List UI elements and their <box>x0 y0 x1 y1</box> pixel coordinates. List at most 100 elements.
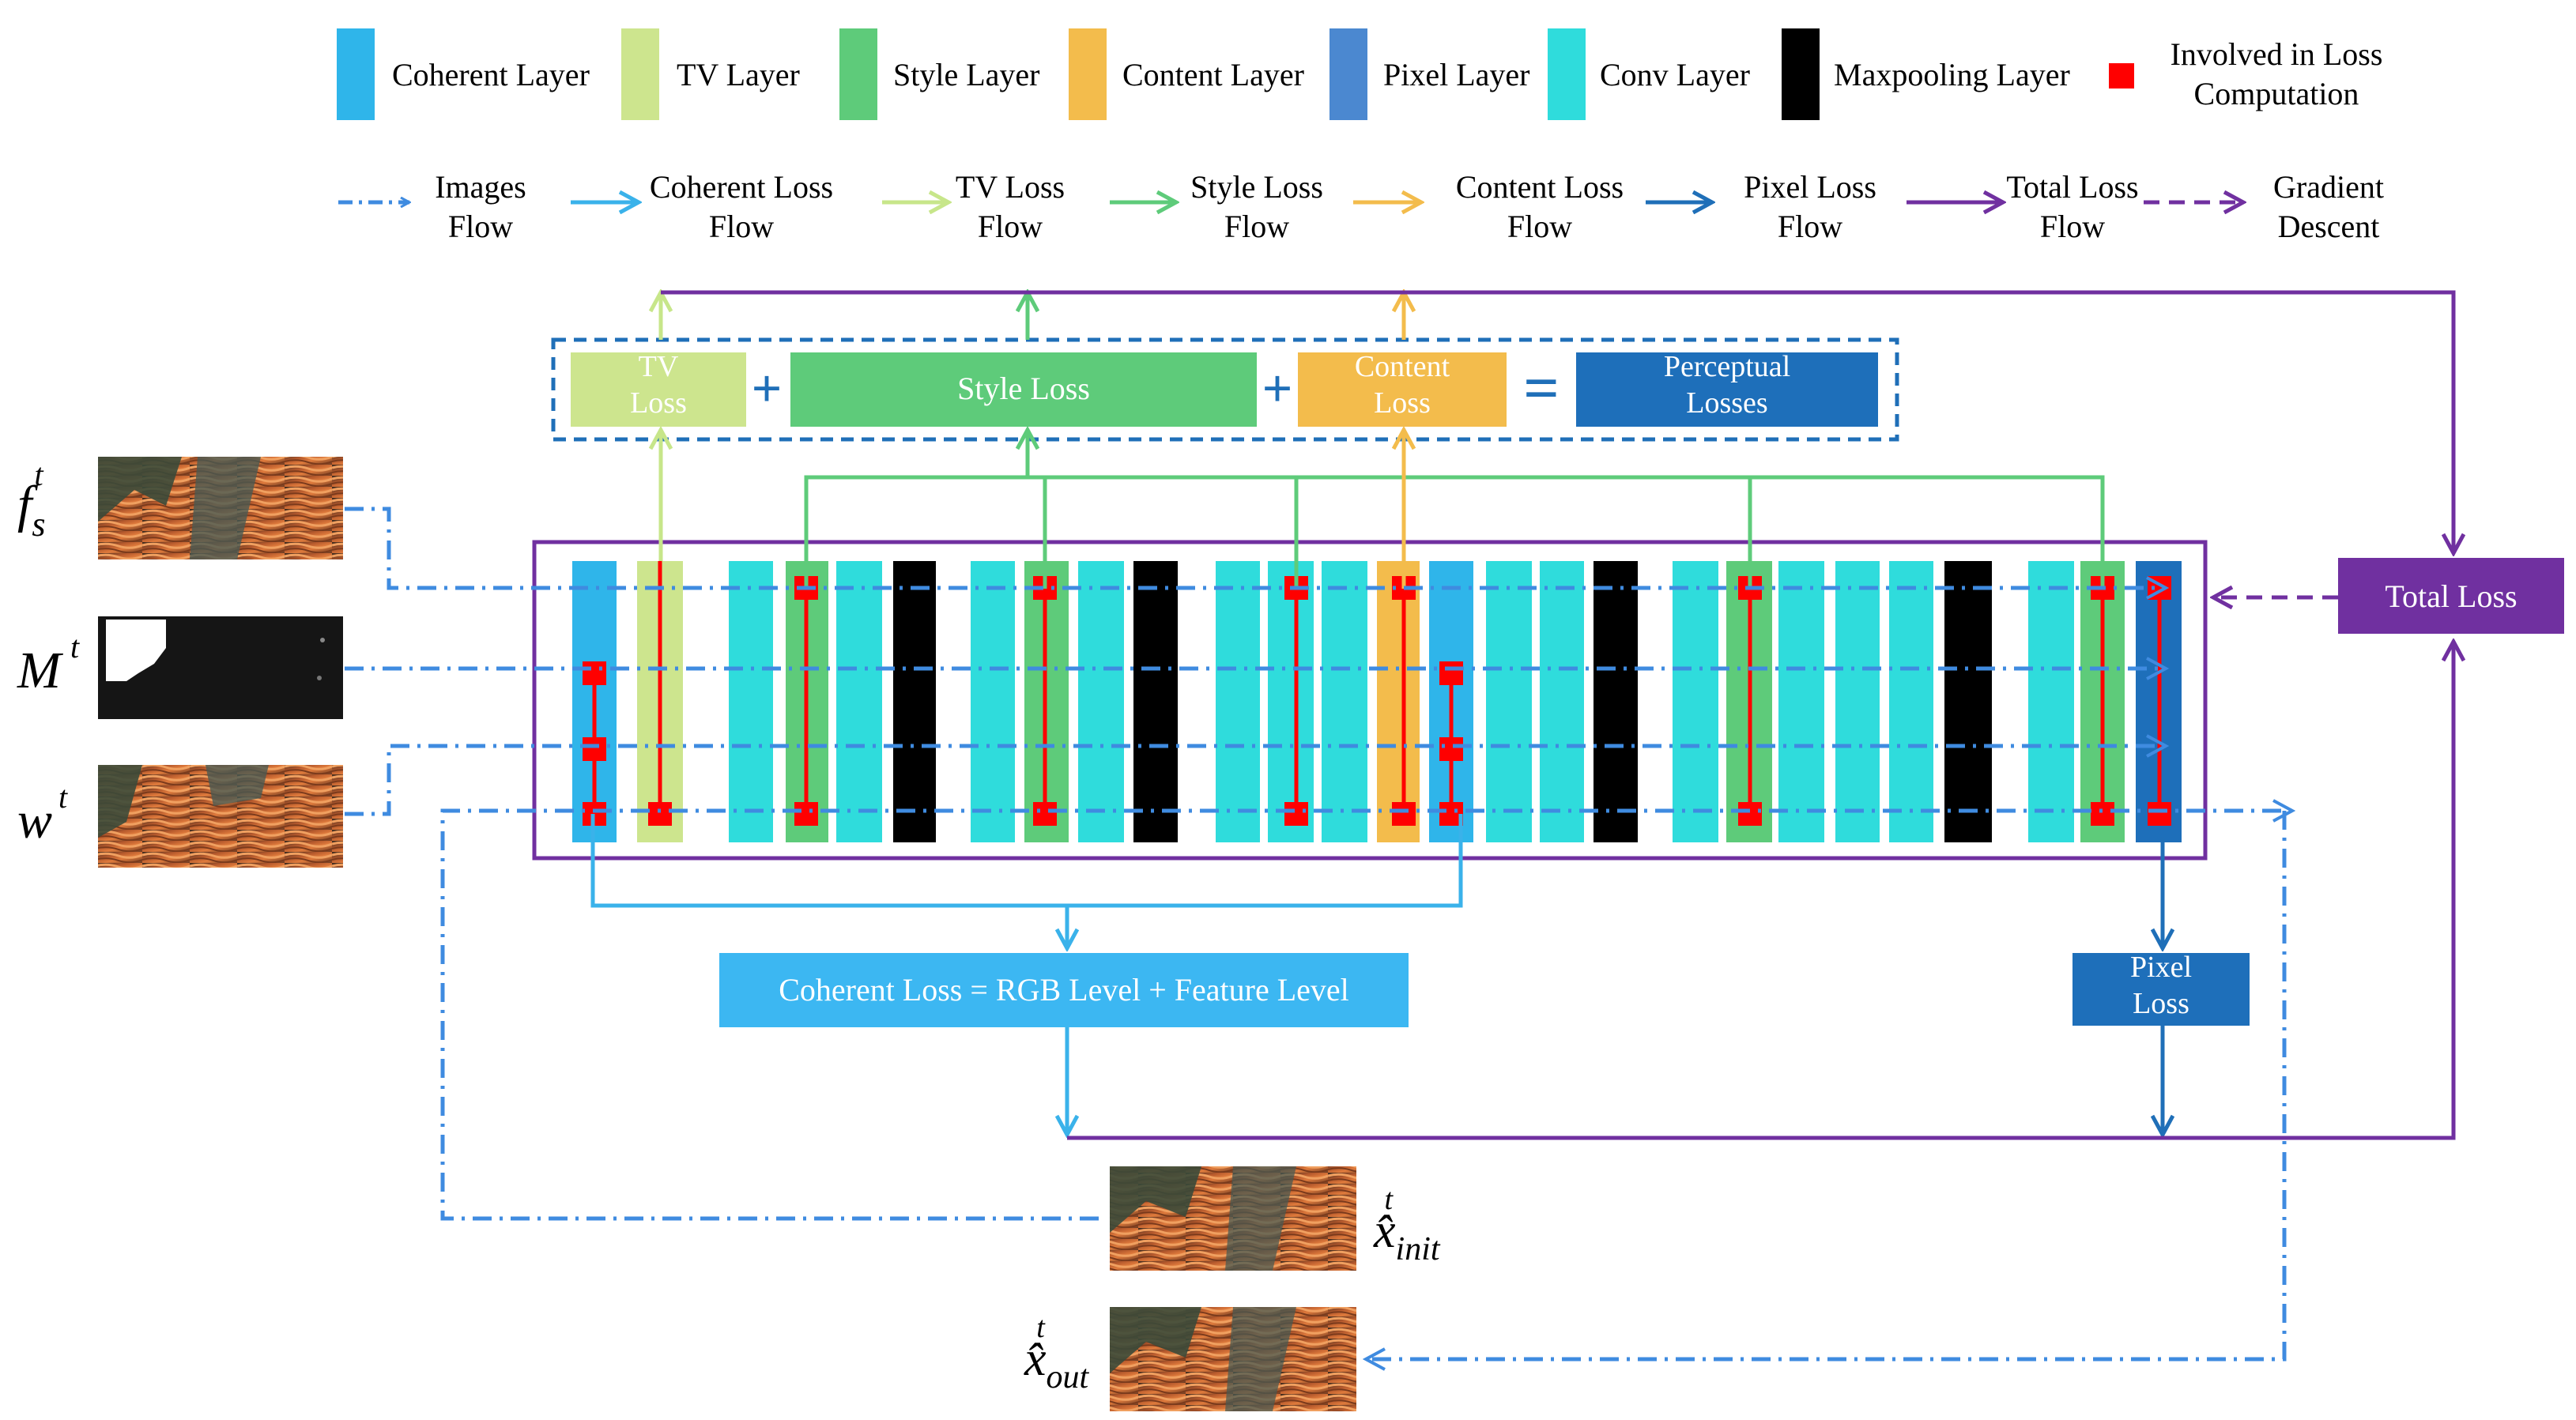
legend-swatch-tv-layer <box>621 28 659 120</box>
legend-swatch-maxpooling-layer <box>1782 28 1820 120</box>
output-image-flow <box>1366 811 2287 1359</box>
output-label-out: x̂outt <box>1024 1311 1090 1396</box>
legend-swatch-loss-computation <box>2109 63 2134 89</box>
legend-label-pixel-layer: Pixel Layer <box>1383 57 1530 92</box>
layer-conv-23 <box>1889 561 1933 842</box>
legend-label-conv-layer: Conv Layer <box>1600 57 1750 92</box>
loss-point-1-2 <box>583 737 606 761</box>
w-image-flow <box>345 746 2166 816</box>
input-fs-thumbnail <box>98 457 343 559</box>
pixel-loss-box <box>2072 953 2250 1026</box>
legend-label-style-layer: Style Layer <box>893 57 1040 92</box>
legend-swatch-conv-layer <box>1548 28 1586 120</box>
output-images <box>1110 1166 1356 1411</box>
output-label-init: x̂initt <box>1373 1183 1441 1267</box>
perceptual-dashed-frame <box>551 337 1899 442</box>
output-final-thumbnail <box>1110 1307 1356 1411</box>
layer-content-14 <box>1377 561 1420 842</box>
legend-label-tv-layer: TV Layer <box>677 57 800 92</box>
legend-label-maxpooling-layer: Maxpooling Layer <box>1834 57 2070 92</box>
input-images <box>98 457 2292 1359</box>
perceptual-losses-box <box>1576 352 1878 427</box>
loss-point-4-2 <box>1033 802 1057 826</box>
xinit-image-flow <box>440 811 2292 1221</box>
loss-taps <box>583 561 2171 826</box>
layer-conv-3 <box>729 561 773 842</box>
loss-point-5-2 <box>1284 802 1308 826</box>
loss-point-2-1 <box>648 802 672 826</box>
total-loss-top-flow <box>661 290 2453 553</box>
network-frame <box>532 540 2208 861</box>
legend-swatch-content-layer <box>1069 28 1107 120</box>
loss-point-3-2 <box>794 802 818 826</box>
network-layers <box>572 561 2182 842</box>
plus-operator-1: + <box>752 358 783 418</box>
layer-conv-21 <box>1778 561 1824 842</box>
layer-conv-25 <box>2028 561 2074 842</box>
loss-point-6-2 <box>1392 802 1416 826</box>
layer-maxpool-24 <box>1944 561 1992 842</box>
total-loss-bottom-flow <box>1067 642 2453 1140</box>
layer-conv-11 <box>1216 561 1260 842</box>
layer-conv-9 <box>1078 561 1124 842</box>
legend-swatch-style-layer <box>839 28 877 120</box>
style-loss-box <box>790 352 1257 427</box>
legend-swatch-coherent-layer <box>337 28 375 120</box>
coherent-loss-label: Coherent Loss = RGB Level + Feature Leve… <box>779 972 1349 1008</box>
loss-point-1-1 <box>583 661 606 685</box>
tv-loss-box <box>571 352 746 427</box>
total-loss-box <box>2338 558 2564 634</box>
layer-maxpool-10 <box>1133 561 1178 842</box>
layer-conv-16 <box>1486 561 1532 842</box>
loss-point-7-1 <box>1439 661 1463 685</box>
input-mask-thumbnail <box>98 616 343 719</box>
style-loss-bus <box>804 475 2105 589</box>
loss-point-10-2 <box>2148 802 2171 826</box>
input-w-thumbnail <box>98 765 343 868</box>
output-labels: x̂initt x̂outt <box>1024 1183 1441 1396</box>
equals-operator: = <box>1523 354 1560 424</box>
content-loss-box <box>1298 352 1507 427</box>
legend-label-coherent-layer: Coherent Layer <box>392 57 590 92</box>
layer-conv-13 <box>1322 561 1367 842</box>
network <box>532 540 2208 861</box>
layer-maxpool-6 <box>893 561 936 842</box>
coherent-loss-box <box>719 953 1409 1027</box>
output-init-thumbnail <box>1110 1166 1356 1271</box>
layer-conv-19 <box>1673 561 1718 842</box>
layer-maxpool-18 <box>1593 561 1638 842</box>
layer-conv-17 <box>1540 561 1584 842</box>
fs-image-flow <box>345 507 2166 588</box>
layer-conv-22 <box>1835 561 1880 842</box>
total-loss-label: Total Loss <box>2385 578 2517 614</box>
legend-swatch-pixel-layer <box>1329 28 1367 120</box>
loss-point-7-2 <box>1439 737 1463 761</box>
loss-point-9-2 <box>2091 802 2114 826</box>
layer-conv-12 <box>1268 561 1314 842</box>
loss-flow-connectors <box>590 290 2453 1140</box>
plus-operator-2: + <box>1262 358 1293 418</box>
style-loss-label: Style Loss <box>957 371 1090 406</box>
coherent-loss-bracket <box>590 814 1463 908</box>
layer-conv-7 <box>971 561 1015 842</box>
loss-point-10-1 <box>2148 576 2171 600</box>
